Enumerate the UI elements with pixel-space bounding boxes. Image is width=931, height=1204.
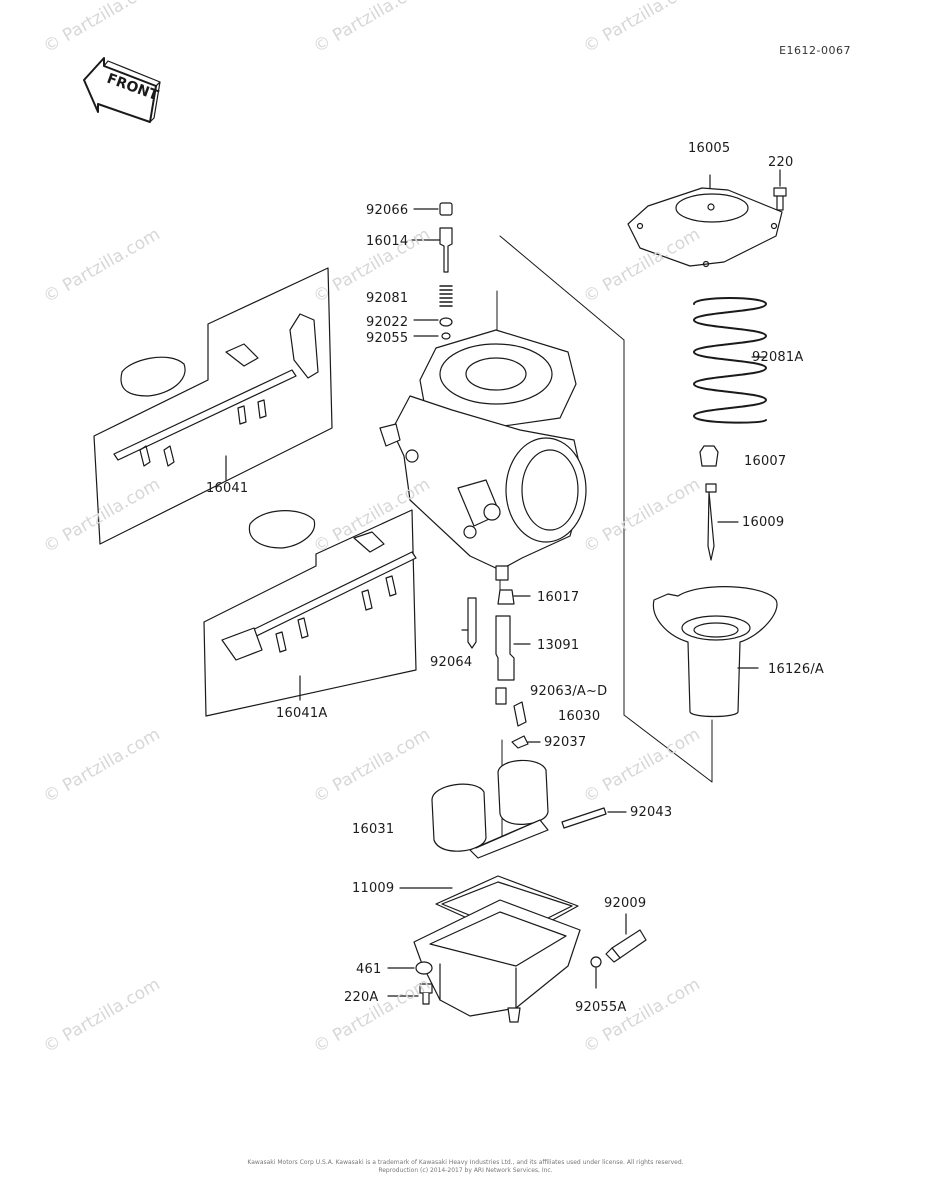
part-label-220[interactable]: 220 xyxy=(768,155,794,170)
part-label-92055A[interactable]: 92055A xyxy=(575,1000,627,1015)
slide-16126A xyxy=(652,586,778,718)
pin-92043 xyxy=(561,807,627,829)
pilot-screw-16014 xyxy=(411,227,453,273)
part-label-13091[interactable]: 13091 xyxy=(537,638,580,653)
part-label-16030[interactable]: 16030 xyxy=(558,709,601,724)
part-label-92081[interactable]: 92081 xyxy=(366,291,409,306)
washer-461 xyxy=(387,961,433,975)
part-label-16009[interactable]: 16009 xyxy=(742,515,785,530)
part-label-16014[interactable]: 16014 xyxy=(366,234,409,249)
oring-92055A xyxy=(590,956,602,989)
drain-screw-92009 xyxy=(605,913,647,963)
screw-92064 xyxy=(461,597,477,649)
float-16031 xyxy=(431,759,549,859)
float-bowl xyxy=(413,899,581,1023)
part-label-16041A[interactable]: 16041A xyxy=(276,706,328,721)
front-arrow-icon xyxy=(83,57,161,123)
part-label-16005[interactable]: 16005 xyxy=(688,141,731,156)
jet-92063 xyxy=(495,687,507,705)
spring-92081 xyxy=(439,285,453,307)
choke-assembly-16041A xyxy=(203,509,417,717)
choke-assembly-16041 xyxy=(93,267,333,545)
spring-92081A xyxy=(693,297,767,424)
part-label-16126A[interactable]: 16126/A xyxy=(768,662,825,677)
front-label-layer: FRONT xyxy=(105,71,161,104)
needle-jet-13091 xyxy=(495,615,531,681)
part-label-11009[interactable]: 11009 xyxy=(352,881,395,896)
oring-92055 xyxy=(413,332,451,340)
part-label-92063[interactable]: 92063/A~D xyxy=(530,684,608,699)
part-label-461[interactable]: 461 xyxy=(356,962,382,977)
part-label-16007[interactable]: 16007 xyxy=(744,454,787,469)
screw-220 xyxy=(773,169,787,211)
jet-needle-16009 xyxy=(705,483,739,561)
part-label-92022[interactable]: 92022 xyxy=(366,315,409,330)
screw-220A xyxy=(387,983,433,1005)
clip-92037 xyxy=(511,735,541,749)
part-label-92055[interactable]: 92055 xyxy=(366,331,409,346)
carburetor-body xyxy=(379,329,587,581)
part-label-16017[interactable]: 16017 xyxy=(537,590,580,605)
part-label-220A[interactable]: 220A xyxy=(344,990,379,1005)
part-label-92043[interactable]: 92043 xyxy=(630,805,673,820)
footer-line-1: Kawasaki Motors Corp U.S.A. Kawasaki is … xyxy=(247,1159,684,1166)
retainer-16007 xyxy=(699,445,719,467)
top-cover-16005 xyxy=(627,174,783,268)
part-label-92064[interactable]: 92064 xyxy=(430,655,473,670)
part-label-16031[interactable]: 16031 xyxy=(352,822,395,837)
pilot-jet-16030 xyxy=(513,701,527,727)
jet-16017 xyxy=(497,589,531,605)
part-label-92081A[interactable]: 92081A xyxy=(752,350,804,365)
footer-line-2: Reproduction (c) 2014-2017 by ARI Networ… xyxy=(378,1167,553,1174)
part-label-16041[interactable]: 16041 xyxy=(206,481,249,496)
cap-92066 xyxy=(413,202,453,216)
part-label-92009[interactable]: 92009 xyxy=(604,896,647,911)
part-label-92037[interactable]: 92037 xyxy=(544,735,587,750)
washer-92022 xyxy=(413,317,453,327)
part-label-92066[interactable]: 92066 xyxy=(366,203,409,218)
diagram-code: E1612-0067 xyxy=(779,44,851,57)
front-label: FRONT xyxy=(105,71,161,104)
